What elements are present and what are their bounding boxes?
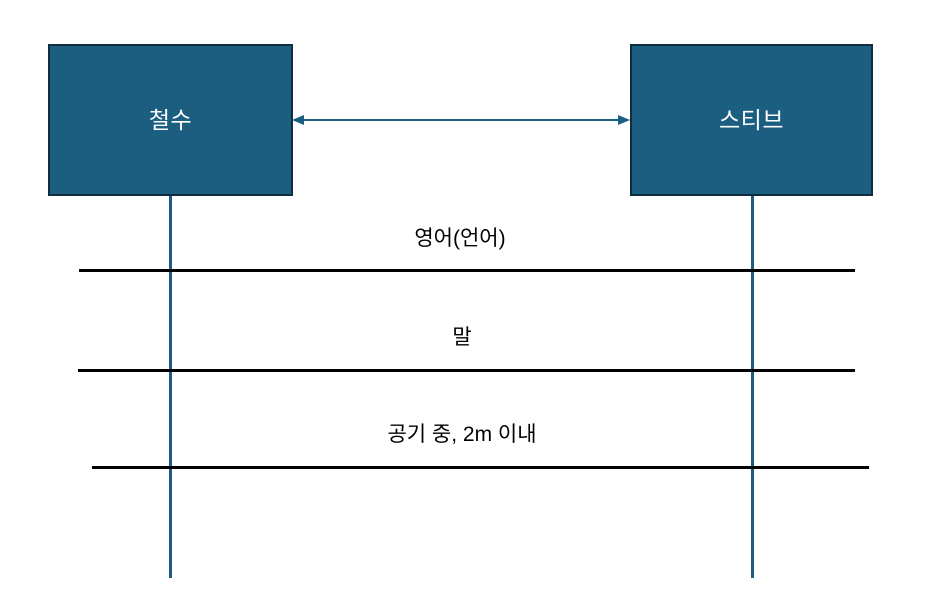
lifeline-right [751,196,754,578]
actor-box-left[interactable]: 철수 [48,44,293,196]
channel-label-speech: 말 [452,326,472,349]
lifeline-left [169,196,172,578]
channel-rule-3 [92,466,869,469]
actor-box-right[interactable]: 스티브 [630,44,873,196]
actor-label-left: 철수 [148,106,193,133]
actor-label-right: 스티브 [719,106,784,133]
channel-rule-1 [79,269,855,272]
double-arrow-icon [292,115,630,125]
channel-label-medium: 공기 중, 2m 이내 [387,423,537,446]
channel-rule-2 [78,369,855,372]
actor-connector-arrow[interactable] [284,106,638,134]
channel-label-language: 영어(언어) [414,227,506,250]
